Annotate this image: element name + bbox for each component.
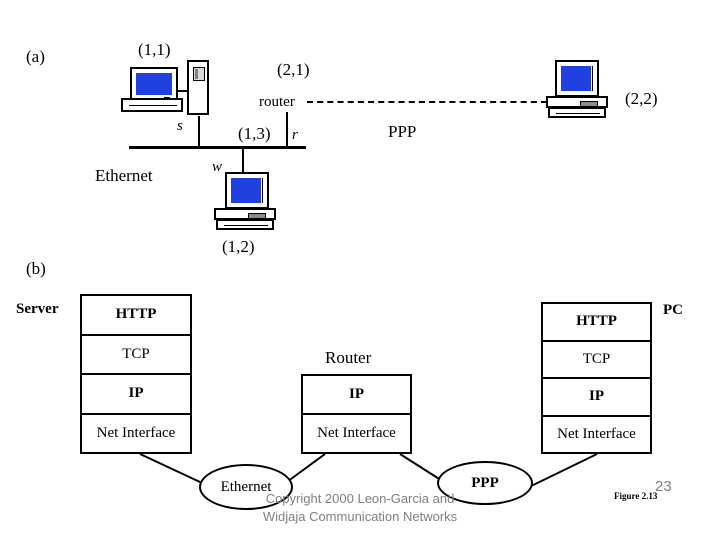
tower-case [187, 60, 209, 115]
page-number: 23 [655, 478, 672, 495]
node-address-1-1: (1,1) [138, 40, 171, 59]
server-stack-title: Server [16, 301, 59, 317]
monitor-frame [225, 172, 269, 209]
stack-layer-net-interface: Net Interface [96, 424, 176, 441]
connector-pc-to-ppp [524, 453, 598, 490]
keyboard [216, 219, 274, 230]
stack-layer-ip: IP [82, 375, 190, 415]
stack-layer-tcp: TCP [543, 342, 650, 379]
server-protocol-stack: HTTP TCP IP Net Interface [80, 294, 192, 454]
lan-pc-drop-line [242, 148, 244, 174]
monitor-frame [555, 60, 599, 97]
port-label-r: r [292, 127, 298, 143]
ppp-cloud-label: PPP [471, 474, 499, 491]
monitor-side-vents [262, 178, 267, 203]
drive-slot [580, 101, 598, 107]
stack-layer-tcp: TCP [82, 336, 190, 375]
ppp-cloud: PPP [437, 461, 533, 505]
stack-layer-ip: IP [543, 379, 650, 417]
panel-a-label: (a) [26, 47, 45, 66]
ethernet-cloud-label: Ethernet [220, 478, 272, 495]
ethernet-cloud: Ethernet [199, 464, 293, 510]
figure-caption: Figure 2.13 [614, 491, 658, 501]
node-address-2-1: (2,1) [277, 60, 310, 79]
router-drop-line [286, 112, 288, 148]
keyboard-rows [129, 105, 177, 106]
node-address-1-2: (1,2) [222, 237, 255, 256]
router-stack-title: Router [325, 348, 372, 367]
ppp-link-line [307, 101, 547, 103]
router-interface-address-1-3: (1,3) [238, 124, 271, 143]
tower-drive-bay [193, 67, 205, 81]
server-drop-line [198, 116, 200, 148]
router-node-label: router [259, 94, 295, 110]
monitor-screen [231, 178, 261, 203]
ethernet-bus-line [129, 146, 306, 149]
stack-layer-net-interface: Net Interface [317, 425, 396, 441]
keyboard-rows [556, 113, 600, 114]
stack-layer-http: HTTP [543, 304, 650, 342]
node-address-2-2: (2,2) [625, 89, 658, 108]
monitor-side-vents [592, 66, 597, 91]
copyright-notice: Copyright 2000 Leon-Garcia and Widjaja C… [262, 491, 458, 524]
keyboard [121, 98, 183, 112]
pc-stack-title: PC [663, 302, 683, 318]
panel-b-label: (b) [26, 259, 46, 278]
stack-layer-http: HTTP [82, 296, 190, 336]
router-protocol-stack: IP Net Interface [301, 374, 412, 454]
stack-layer-net-interface: Net Interface [557, 425, 636, 442]
stack-layer-ip: IP [303, 376, 410, 415]
port-label-w: w [212, 159, 223, 175]
keyboard [548, 107, 606, 118]
port-label-s: s [177, 118, 183, 134]
drive-slot [248, 213, 266, 219]
ppp-link-label: PPP [388, 122, 417, 141]
monitor-frame [130, 67, 178, 101]
ethernet-bus-label: Ethernet [95, 166, 153, 185]
keyboard-rows [224, 225, 268, 226]
pc-protocol-stack: HTTP TCP IP Net Interface [541, 302, 652, 454]
monitor-screen [136, 73, 172, 95]
monitor-screen [561, 66, 591, 91]
